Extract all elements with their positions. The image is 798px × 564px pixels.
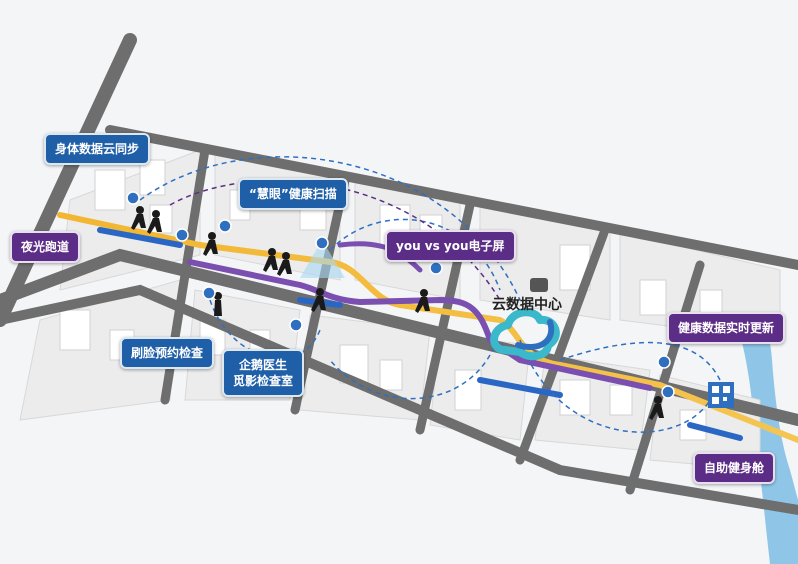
- sensor-pins: [126, 191, 675, 399]
- cloud-icon: [490, 308, 560, 361]
- callout-health-realtime: 健康数据实时更新: [667, 312, 786, 345]
- scan-beam-icon: [300, 240, 345, 278]
- qie-doctor-line1: 企鹅医生: [239, 358, 288, 372]
- callout-huiyan-scan: “慧眼”健康扫描: [238, 178, 348, 211]
- callout-body-data-sync: 身体数据云同步: [44, 133, 151, 166]
- gym-pod-icon: [708, 382, 734, 408]
- callout-self-gym: 自助健身舱: [693, 452, 776, 485]
- track-yellow: [57, 212, 798, 443]
- callout-you-vs-you: you vs you电子屏: [385, 230, 516, 263]
- road-south: [0, 284, 798, 515]
- callout-qie-doctor: 企鹅医生 觅影检查室: [222, 349, 305, 398]
- cloud-center-label: 云数据中心: [492, 297, 562, 313]
- road-v5: [625, 260, 705, 495]
- server-icon: [530, 278, 548, 292]
- road-north: [105, 125, 798, 270]
- callout-face-booking: 刷脸预约检查: [120, 337, 215, 370]
- road-v4: [515, 225, 610, 465]
- callout-night-run: 夜光跑道: [10, 231, 81, 264]
- track-purple: [187, 259, 653, 391]
- runner-icons: [131, 206, 664, 420]
- road-diagonal-left: [0, 33, 137, 327]
- qie-doctor-line2: 觅影检查室: [233, 374, 294, 389]
